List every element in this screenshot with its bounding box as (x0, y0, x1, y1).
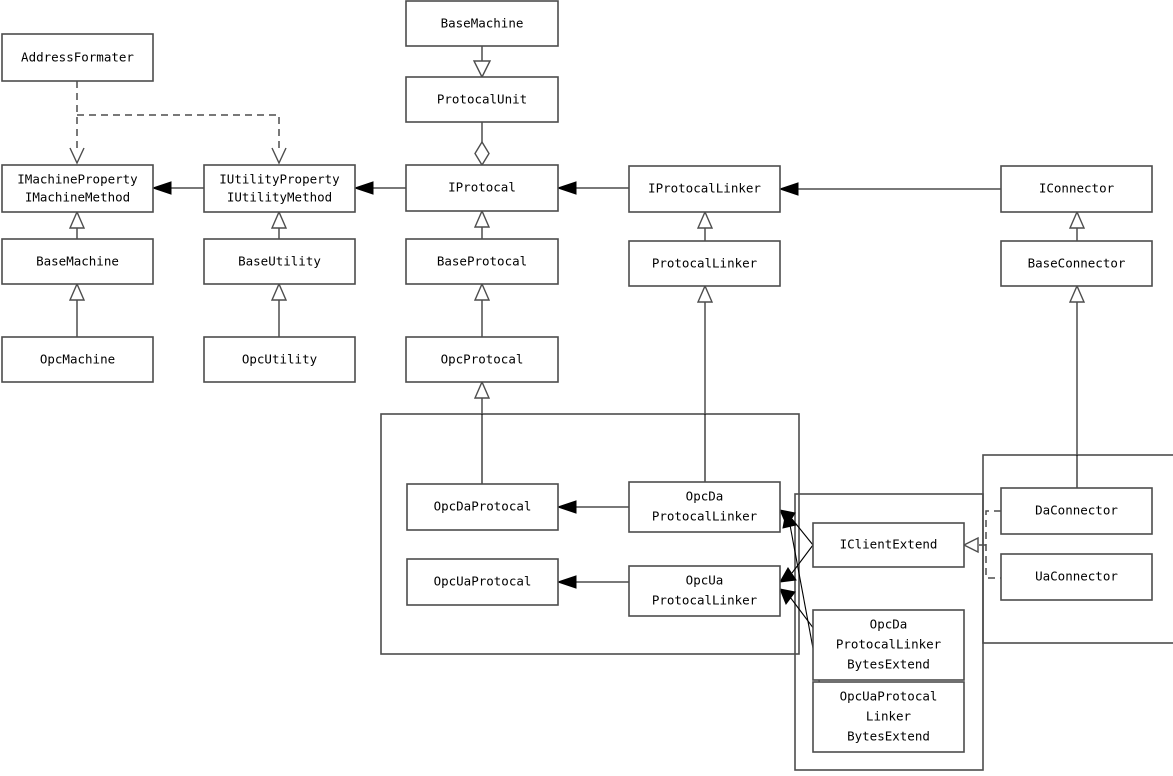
arrowhead-hollow-basemachine (68, 282, 86, 301)
arrowhead-diamond-iprotocal (474, 140, 490, 167)
arrowhead-hollow-protocalunit (472, 60, 492, 79)
node-label-opcdaprotocallinker-line1: OpcDa (686, 489, 724, 504)
node-label-iutilityproperty-line2: IUtilityMethod (227, 190, 332, 205)
arrowhead-filled-iprotocal (556, 181, 577, 195)
arrowhead-open-imachineproperty (69, 147, 85, 165)
node-label-addressformater: AddressFormater (21, 50, 134, 65)
node-label-opcuabytes-line3: BytesExtend (847, 729, 930, 744)
arrowhead-hollow-opcprotocal (473, 380, 491, 399)
node-opcprotocal[interactable]: OpcProtocal (405, 336, 559, 383)
node-label-basemachine-top: BaseMachine (441, 16, 524, 31)
arrowhead-hollow-iclientextend (962, 536, 979, 554)
arrowhead-hollow-baseprotocal (473, 282, 491, 301)
node-label-opcmachine: OpcMachine (40, 352, 115, 367)
node-label-baseconnector: BaseConnector (1028, 256, 1126, 271)
node-label-iprotocal: IProtocal (448, 180, 516, 195)
node-label-protocallinker: ProtocalLinker (652, 256, 758, 271)
arrowhead-open-iutilityproperty (271, 147, 287, 165)
node-iconnector[interactable]: IConnector (1000, 165, 1153, 213)
node-iprotocal[interactable]: IProtocal (405, 164, 559, 212)
group-containers (380, 413, 1173, 771)
node-label-opcdabytes-line1: OpcDa (870, 617, 908, 632)
arrowhead-filled-imachineproperty (151, 181, 172, 195)
arrowhead-filled-iprotocallinker (778, 182, 799, 196)
node-basemachine-top[interactable]: BaseMachine (405, 0, 559, 47)
node-label-opcuabytes-line1: OpcUaProtocal (840, 689, 938, 704)
node-addressformater[interactable]: AddressFormater (1, 33, 154, 82)
arrowhead-hollow-iconnector-base (1068, 210, 1086, 229)
node-daconnector[interactable]: DaConnector (1000, 487, 1153, 535)
node-label-basemachine: BaseMachine (36, 254, 119, 269)
arrowhead-hollow-iprotocal-base (473, 209, 491, 228)
node-label-opcuabytes-line2: Linker (866, 709, 912, 724)
group-connector-group (982, 454, 1173, 644)
node-label-iconnector: IConnector (1039, 181, 1115, 196)
edge-addressformater-iutilityproperty (77, 114, 280, 156)
node-label-imachineproperty-line1: IMachineProperty (17, 172, 138, 187)
node-opcuaprotocallinker[interactable]: OpcUa ProtocalLinker (628, 565, 781, 617)
node-label-opcdabytes-line3: BytesExtend (847, 657, 930, 672)
node-label-opcdaprotocallinker-line2: ProtocalLinker (652, 509, 758, 524)
arrowhead-filled-opcuaprotocal (556, 575, 577, 589)
node-label-opcdaprotocal: OpcDaProtocal (434, 499, 532, 514)
arrowhead-filled-iutilityproperty (353, 181, 374, 195)
arrowhead-filled-opcuaprotocallinker (779, 567, 797, 583)
arrowhead-filled-opcdaprotocallinker-bytes (782, 510, 797, 529)
node-uaconnector[interactable]: UaConnector (1000, 553, 1153, 601)
node-label-protocalunit: ProtocalUnit (437, 92, 527, 107)
node-label-uaconnector: UaConnector (1035, 569, 1118, 584)
edge-iclientextend-opcuaprotocallinker (791, 544, 814, 574)
node-opcdaprotocallinker[interactable]: OpcDa ProtocalLinker (628, 481, 781, 533)
node-label-opcutility: OpcUtility (242, 352, 318, 367)
node-label-baseprotocal: BaseProtocal (437, 254, 527, 269)
node-label-opcdabytes-line2: ProtocalLinker (836, 637, 942, 652)
node-label-opcuaprotocallinker-line1: OpcUa (686, 573, 724, 588)
node-label-daconnector: DaConnector (1035, 503, 1118, 518)
node-label-iclientextend: IClientExtend (840, 537, 938, 552)
edge-connectorgroup-iclientextend (985, 510, 1001, 579)
node-baseutility[interactable]: BaseUtility (203, 238, 356, 285)
arrowhead-hollow-baseconnector (1068, 284, 1086, 303)
nodes: AddressFormater BaseMachine ProtocalUnit… (1, 0, 1153, 753)
node-iclientextend[interactable]: IClientExtend (812, 522, 965, 568)
arrowhead-hollow-protocallinker (696, 284, 714, 303)
node-baseconnector[interactable]: BaseConnector (1000, 240, 1153, 287)
edges (68, 46, 1086, 719)
arrowhead-hollow-iprotocallinker-base (696, 210, 714, 229)
arrowhead-filled-opcuaprotocallinker-bytes (779, 588, 796, 606)
node-label-opcuaprotocal: OpcUaProtocal (434, 574, 532, 589)
arrowhead-hollow-baseutility (270, 282, 288, 301)
node-opcmachine[interactable]: OpcMachine (1, 336, 154, 383)
node-label-opcuaprotocallinker-line2: ProtocalLinker (652, 593, 758, 608)
node-iutilityproperty[interactable]: IUtilityProperty IUtilityMethod (203, 164, 356, 213)
node-basemachine[interactable]: BaseMachine (1, 238, 154, 285)
node-opcuaprotocallinkerbytesextend[interactable]: OpcUaProtocal Linker BytesExtend (812, 681, 965, 753)
arrowhead-hollow-iutilityproperty-base (270, 210, 288, 229)
node-opcdaprotocal[interactable]: OpcDaProtocal (406, 483, 559, 531)
node-label-iprotocallinker: IProtocalLinker (648, 181, 761, 196)
node-opcdaprotocallinkerbytesextend[interactable]: OpcDa ProtocalLinker BytesExtend (812, 609, 965, 681)
node-protocalunit[interactable]: ProtocalUnit (405, 76, 559, 123)
arrowhead-hollow-imachineproperty-base (68, 210, 86, 229)
node-baseprotocal[interactable]: BaseProtocal (405, 238, 559, 285)
node-label-baseutility: BaseUtility (238, 254, 321, 269)
node-label-opcprotocal: OpcProtocal (441, 352, 524, 367)
group-opc-protocal-group (380, 413, 800, 655)
node-opcutility[interactable]: OpcUtility (203, 336, 356, 383)
node-opcuaprotocal[interactable]: OpcUaProtocal (406, 558, 559, 606)
node-label-imachineproperty-line2: IMachineMethod (25, 190, 130, 205)
edge-iclientextend-opcdaprotocallinker (791, 518, 814, 546)
node-protocallinker[interactable]: ProtocalLinker (628, 240, 781, 287)
node-imachineproperty[interactable]: IMachineProperty IMachineMethod (1, 164, 154, 213)
node-iprotocallinker[interactable]: IProtocalLinker (628, 165, 781, 213)
node-label-iutilityproperty-line1: IUtilityProperty (219, 172, 340, 187)
arrowhead-filled-opcdaprotocal (556, 500, 577, 514)
